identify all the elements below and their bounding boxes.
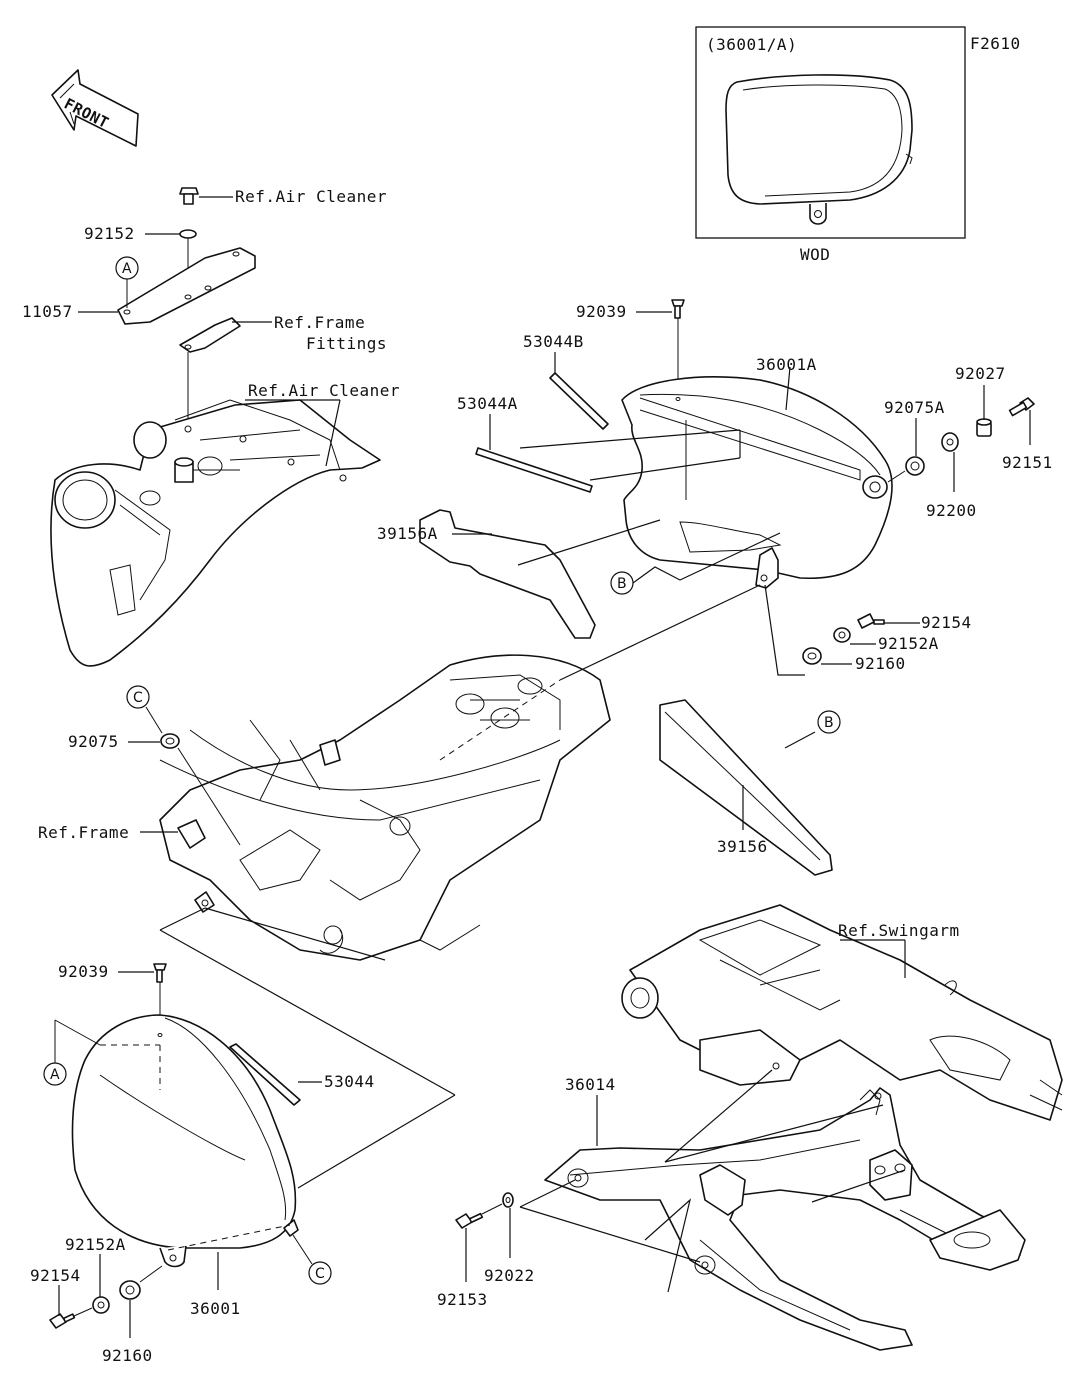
tube-53044-icon: [229, 1043, 301, 1106]
label-92022: 92022: [484, 1266, 535, 1285]
grommet-92160-top-icon: [802, 647, 822, 665]
callout-c-top-label: C: [133, 690, 143, 706]
label-92154-top: 92154: [921, 613, 972, 632]
label-92075a: 92075A: [884, 398, 945, 417]
bolt-92154-bot-icon: [49, 1313, 76, 1329]
grommet-92160-bot-icon: [119, 1280, 141, 1300]
label-53044: 53044: [324, 1072, 375, 1091]
ref-frame-fittings-2: Fittings: [306, 334, 387, 353]
side-cover-36001: [71, 1014, 299, 1268]
inset-title: (36001/A): [706, 35, 797, 54]
label-92152: 92152: [84, 224, 135, 243]
frame-fitting-clip-icon: [179, 317, 241, 353]
washer-92152-icon: [179, 229, 197, 239]
tube-53044a-icon: [475, 447, 593, 493]
bolt-92039-top-icon: [671, 299, 685, 319]
label-36001: 36001: [190, 1299, 241, 1318]
frame-mount-icon: [194, 891, 215, 913]
label-92027: 92027: [955, 364, 1006, 383]
callout-c-bot: [308, 1261, 332, 1285]
bolt-icon: [179, 187, 199, 205]
collar-92027-icon: [976, 418, 992, 437]
bolt-92151-icon: [1008, 397, 1035, 417]
label-92160-top: 92160: [855, 654, 906, 673]
swingarm-structure: [621, 904, 1063, 1121]
callout-a-bot-label: A: [50, 1067, 60, 1083]
chain-cover-36014: [544, 1087, 1026, 1351]
ref-air-cleaner-1: Ref.Air Cleaner: [235, 187, 387, 206]
tube-53044b-icon: [549, 372, 609, 430]
ref-air-cleaner-2: Ref.Air Cleaner: [248, 381, 400, 400]
callout-c-bot-label: C: [315, 1266, 325, 1282]
label-92152a-top: 92152A: [878, 634, 939, 653]
inset-caption: WOD: [800, 245, 830, 264]
label-92151: 92151: [1002, 453, 1053, 472]
washer-92200-icon: [941, 432, 959, 452]
nut-92152a-top-icon: [833, 627, 851, 643]
callout-b-top-label: B: [617, 576, 627, 592]
label-39156: 39156: [717, 837, 768, 856]
label-36014: 36014: [565, 1075, 616, 1094]
ref-frame: Ref.Frame: [38, 823, 129, 842]
frame-structure: [159, 654, 611, 961]
frame-tab-icon: [177, 819, 206, 849]
callout-c-top: [126, 685, 150, 709]
label-92152a-bot: 92152A: [65, 1235, 126, 1254]
callout-a-top: [115, 256, 139, 280]
callout-b-mid-label: B: [824, 715, 834, 731]
label-92154-bot: 92154: [30, 1266, 81, 1285]
ref-frame-fittings-1: Ref.Frame: [274, 313, 365, 332]
label-92153: 92153: [437, 1290, 488, 1309]
callout-b-mid: [817, 710, 841, 734]
label-92200: 92200: [926, 501, 977, 520]
inset-box: [695, 26, 966, 239]
label-53044a: 53044A: [457, 394, 518, 413]
grommet-92075-icon: [160, 733, 180, 749]
label-92039-bot: 92039: [58, 962, 109, 981]
bracket-11057-icon: [117, 247, 256, 325]
label-92160-bot: 92160: [102, 1346, 153, 1365]
grommet-92075a-icon: [905, 456, 925, 476]
label-92075: 92075: [68, 732, 119, 751]
label-92039-top: 92039: [576, 302, 627, 321]
label-53044b: 53044B: [523, 332, 584, 351]
front-arrow-icon: [51, 69, 139, 147]
label-36001a: 36001A: [756, 355, 817, 374]
bolt-92154-top-icon: [857, 613, 885, 629]
side-cover-36001a: [621, 376, 893, 589]
bolt-92153-icon: [455, 1212, 484, 1229]
ref-swingarm: Ref.Swingarm: [838, 921, 960, 940]
nut-92152a-bot-icon: [92, 1296, 110, 1314]
pad-39156a: [419, 509, 596, 639]
washer-92022-icon: [502, 1192, 514, 1208]
label-39156a: 39156A: [377, 524, 438, 543]
figure-code: F2610: [970, 34, 1021, 53]
label-11057: 11057: [22, 302, 73, 321]
air-cleaner-housing: [50, 399, 381, 667]
callout-a-top-label: A: [122, 261, 132, 277]
bolt-92039-bot-icon: [153, 963, 167, 983]
